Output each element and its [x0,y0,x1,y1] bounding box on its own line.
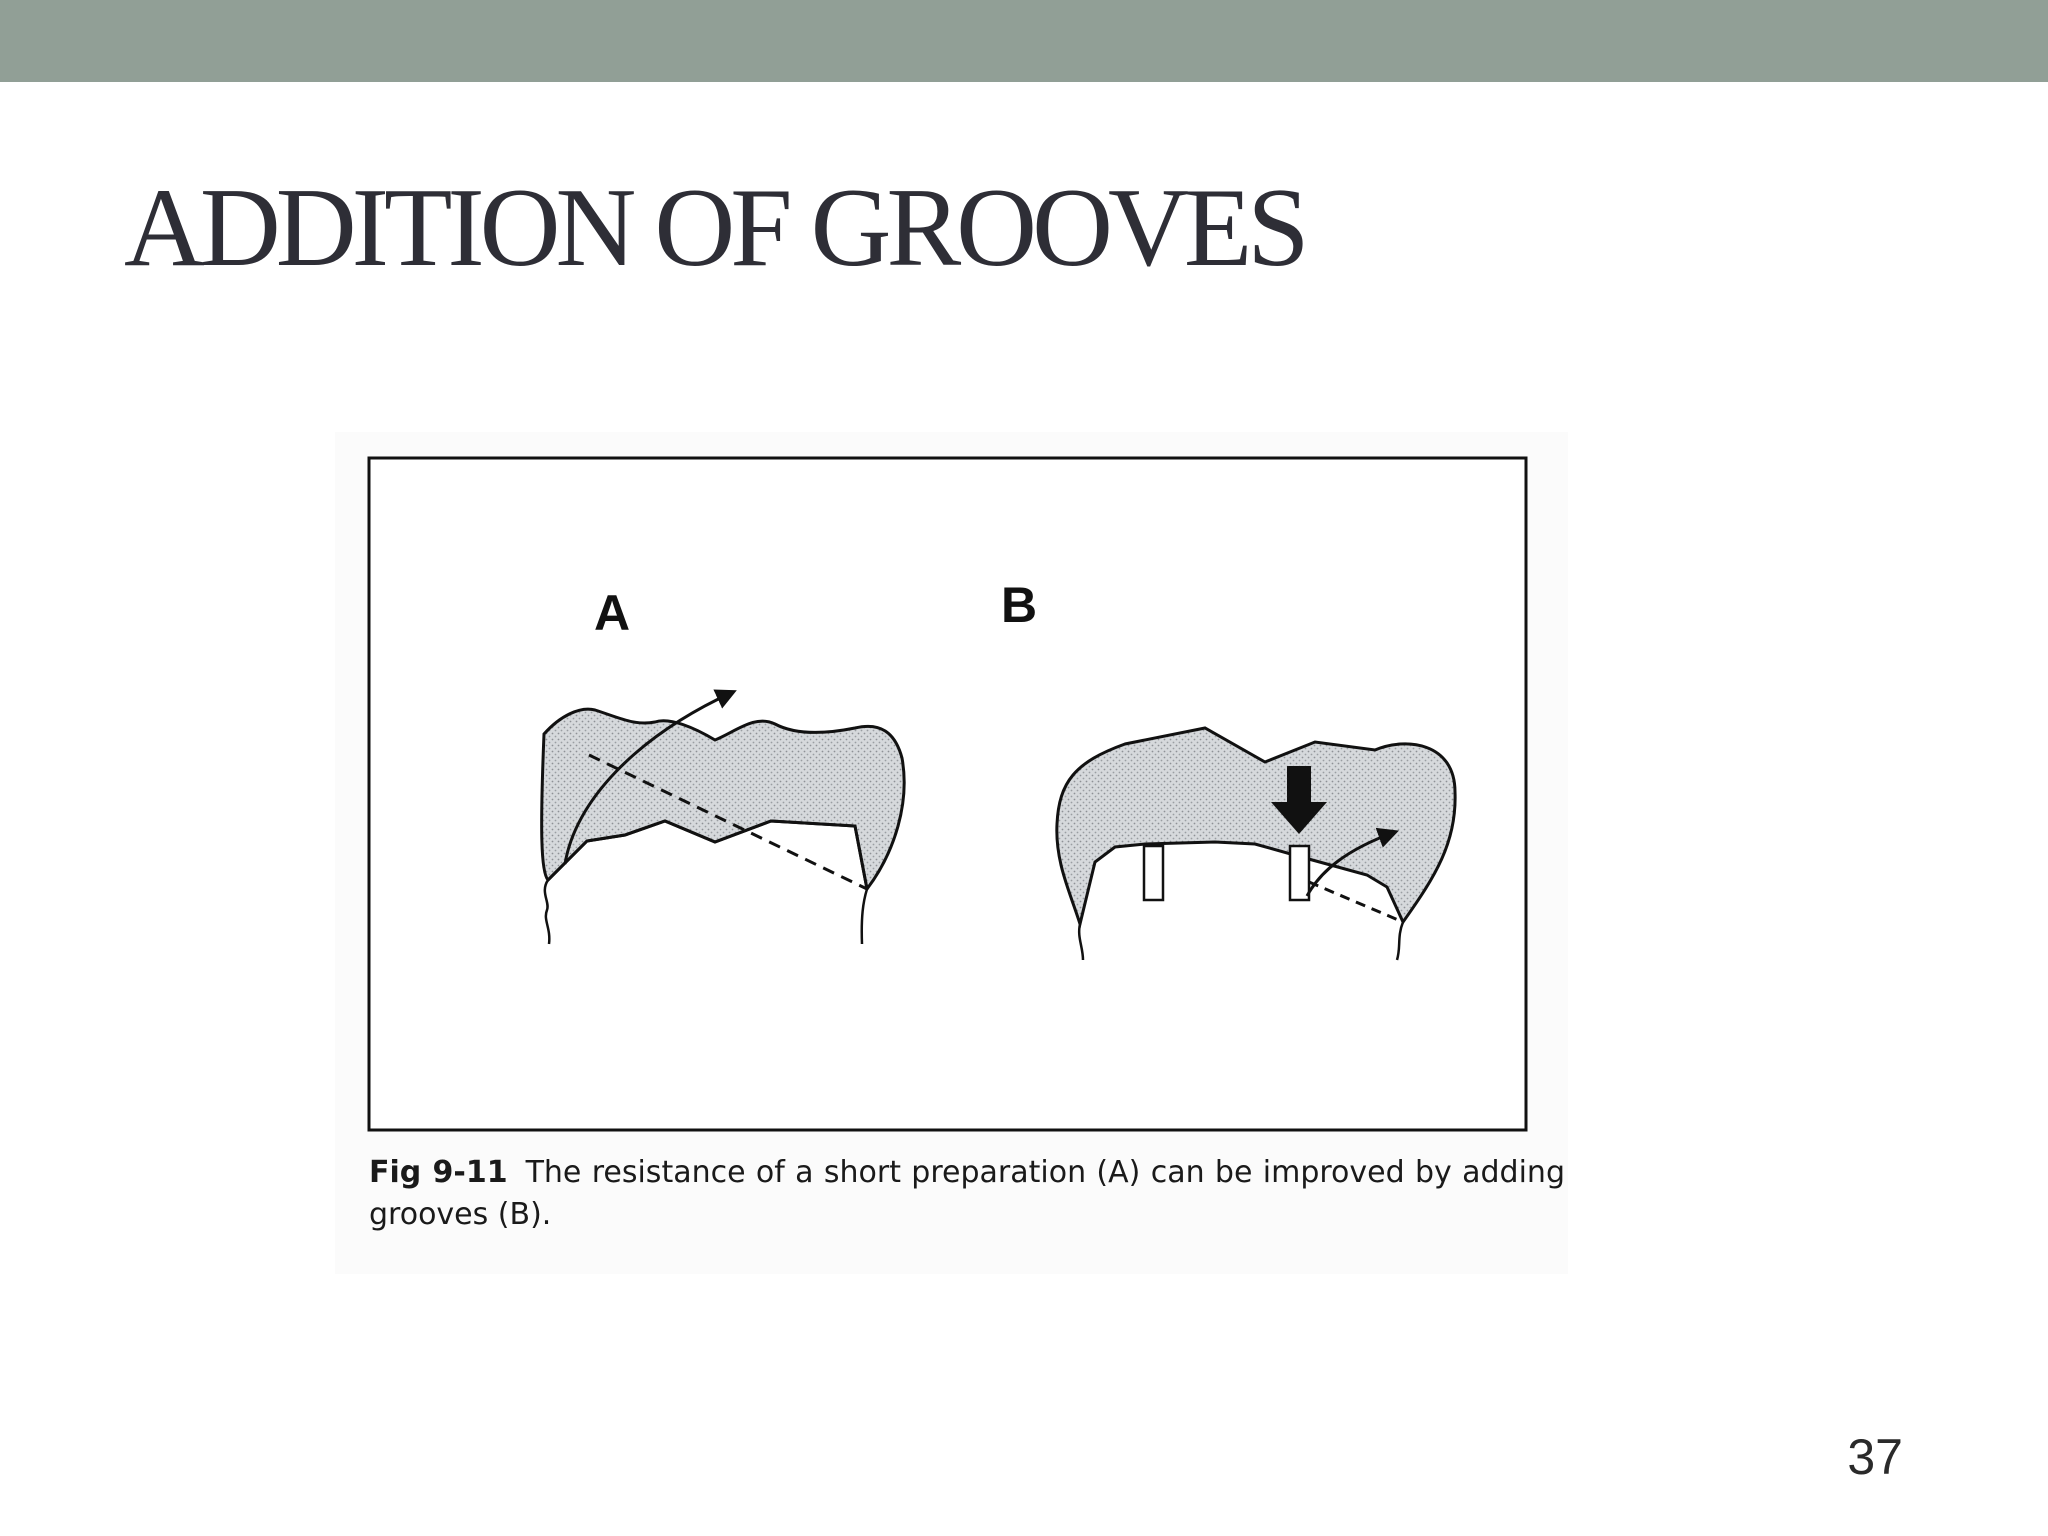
tooth-b-diagram [1055,726,1457,961]
tooth-b-margin-left [1077,923,1085,961]
caption-figure-number: Fig 9-11 [369,1155,508,1190]
tooth-b-crown [1055,726,1457,930]
tooth-a-margin-right [860,888,869,945]
page-number: 37 [1847,1429,1903,1485]
tooth-b-groove-left [1142,844,1165,902]
tooth-a-dashed-line [588,753,868,891]
tooth-a-rotation-arrow [563,689,737,865]
tooth-b-dashed-line [1308,880,1404,924]
tooth-b-rotation-arrow [1305,827,1399,897]
caption-text: The resistance of a short preparation (A… [369,1155,1565,1232]
slide-title: ADDITION OF GROOVES [124,166,1310,290]
figure-illustration [367,456,1528,1132]
header-band [0,0,2048,82]
tooth-a-diagram [540,689,906,945]
tooth-a-margin-left [543,879,551,945]
tooth-a-preparation-line [546,819,869,890]
figure-label-b: B [1001,577,1038,633]
figure-label-a: A [594,585,631,641]
tooth-b-margin-right [1395,921,1405,961]
tooth-b-force-arrow [1271,766,1327,834]
tooth-b-groove-right [1288,844,1311,902]
